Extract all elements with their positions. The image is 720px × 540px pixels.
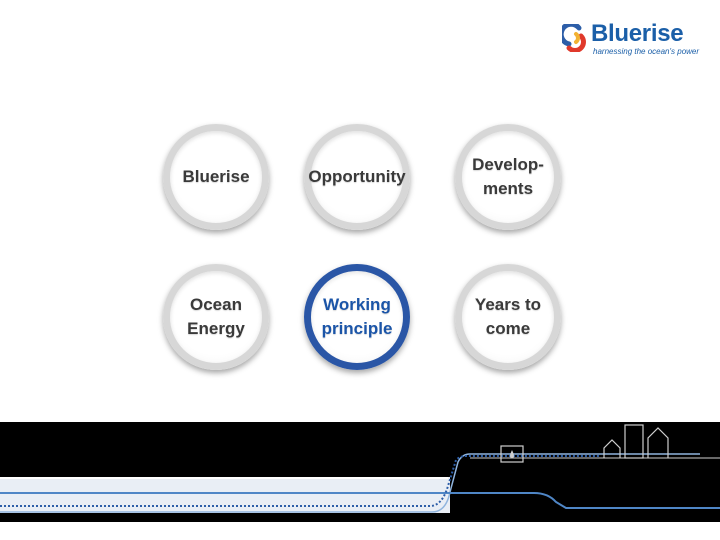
agenda-item-bluerise[interactable]: Bluerise (163, 124, 269, 230)
agenda-item-years-to-come[interactable]: Years to come (455, 264, 561, 370)
plant-building-icon (500, 445, 524, 463)
brand-tagline: harnessing the ocean's power (593, 47, 700, 56)
pipeline-line (0, 492, 720, 509)
agenda-item-opportunity[interactable]: Opportunity (304, 124, 410, 230)
agenda-item-label: Develop- ments (472, 155, 544, 198)
agenda-item-label: Opportunity (308, 167, 406, 186)
cold-water-pipe (0, 455, 600, 507)
house-icon (647, 427, 669, 458)
brand-name: Bluerise (591, 20, 684, 47)
bluerise-logo: Bluerise harnessing the ocean's power (562, 20, 702, 62)
agenda-item-label: Ocean Energy (187, 295, 245, 338)
water-drop-icon (510, 450, 514, 458)
ocean-water (0, 477, 450, 513)
agenda-item-developments[interactable]: Develop- ments (455, 124, 561, 230)
seabed-line (0, 453, 700, 513)
house-icon (603, 439, 621, 458)
agenda-item-label: Working principle (321, 295, 393, 338)
agenda-item-label: Years to come (474, 295, 542, 338)
agenda-item-ocean-energy[interactable]: Ocean Energy (163, 264, 269, 370)
bluerise-logo-icon (562, 24, 586, 52)
ocean-cross-section-illustration (0, 422, 720, 522)
agenda-item-working-principle[interactable]: Working principle (304, 264, 410, 370)
agenda-item-label: Bluerise (182, 167, 250, 186)
